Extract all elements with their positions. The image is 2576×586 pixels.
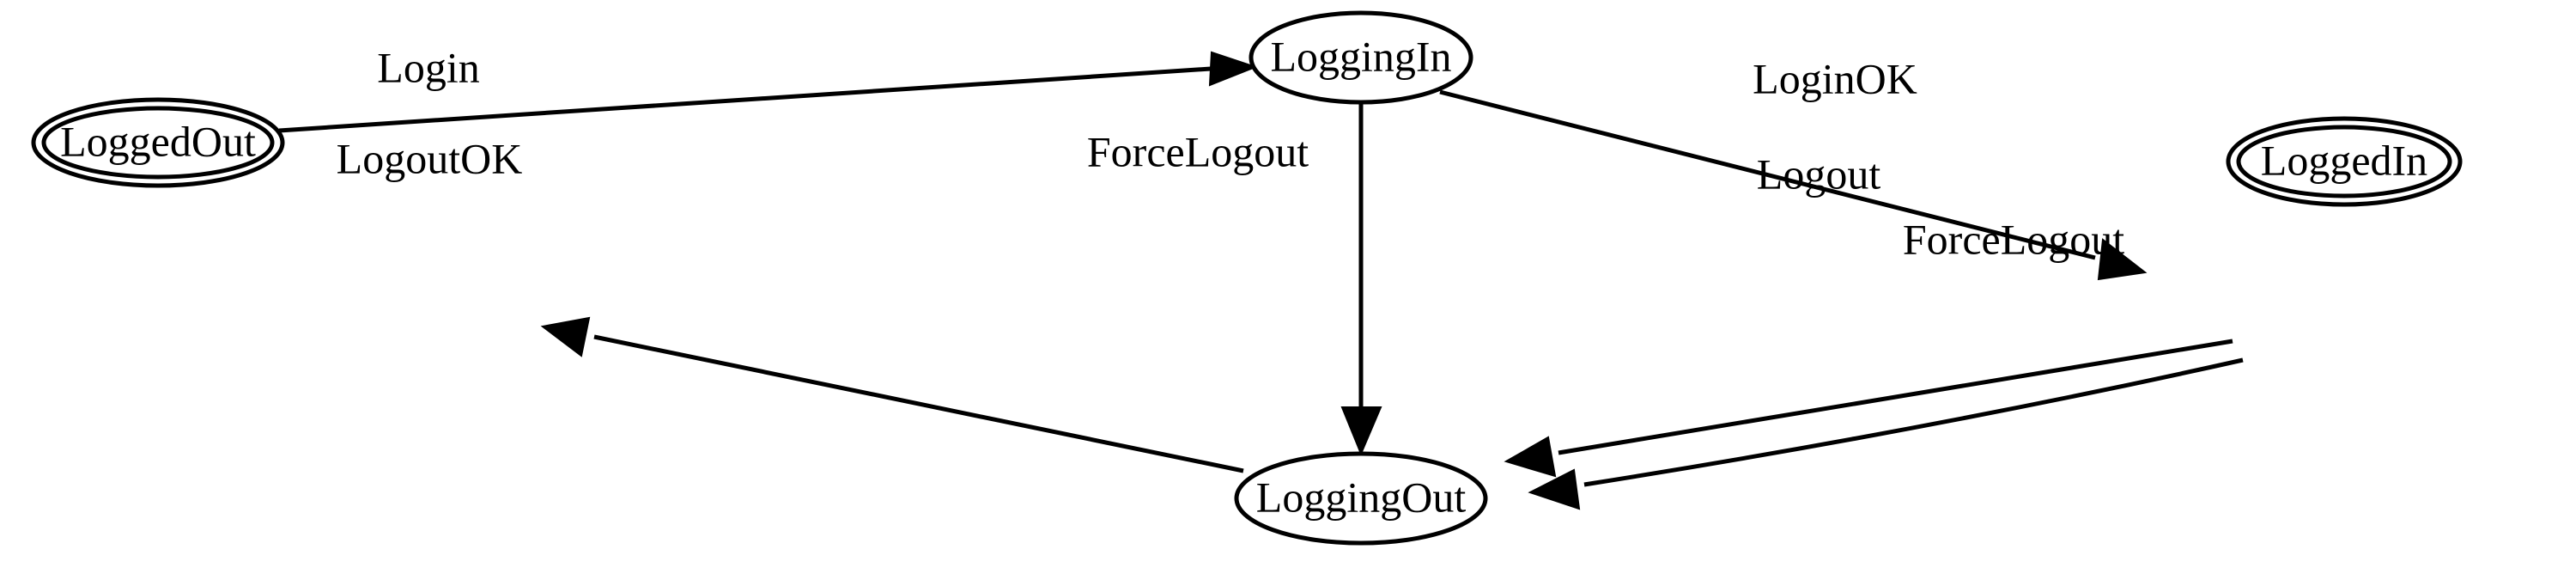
- edge-logoutok-line: [593, 334, 1244, 473]
- edge-login[interactable]: Login: [278, 43, 1258, 133]
- state-node-loggingout-label: LoggingOut: [1256, 473, 1467, 521]
- state-node-loggedout[interactable]: LoggedOut: [31, 97, 285, 188]
- state-node-loggingout-ellipse: [1234, 451, 1488, 546]
- edge-forcelogout-center[interactable]: ForceLogout: [1087, 103, 1382, 456]
- edge-forcelogout-right[interactable]: ForceLogout: [1528, 215, 2244, 510]
- edge-login-label: Login: [377, 43, 479, 91]
- edge-loginok-line: [1439, 89, 2096, 260]
- edge-login-line: [278, 66, 1212, 133]
- state-node-loggedout-inner-ellipse: [41, 106, 275, 180]
- edge-loginok-label: LoginOK: [1753, 54, 1917, 102]
- edge-forcelogout-right-label: ForceLogout: [1903, 215, 2124, 263]
- edge-logoutok-label: LogoutOK: [337, 134, 523, 182]
- state-node-loggedout-label: LoggedOut: [60, 117, 256, 165]
- edge-forcelogout-right-line: [1583, 357, 2244, 487]
- state-node-loggingout[interactable]: LoggingOut: [1234, 451, 1488, 546]
- edge-logout[interactable]: Logout: [1504, 150, 2233, 478]
- edge-logout-line: [1558, 339, 2233, 455]
- edge-loginok[interactable]: LoginOK: [1439, 54, 2148, 281]
- edge-forcelogout-center-arrowhead: [1340, 406, 1382, 456]
- state-node-loggedin[interactable]: LoggedIn: [2226, 116, 2463, 207]
- edge-logout-arrowhead: [1504, 436, 1557, 478]
- state-node-loggingin-label: LoggingIn: [1270, 32, 1451, 80]
- state-node-loggedin-inner-ellipse: [2236, 125, 2452, 198]
- state-node-loggedin-label: LoggedIn: [2261, 136, 2427, 184]
- edge-loginok-arrowhead: [2097, 238, 2148, 281]
- edge-forcelogout-right-arrowhead: [1528, 468, 1581, 510]
- state-node-loggingin[interactable]: LoggingIn: [1249, 10, 1473, 105]
- edge-logout-label: Logout: [1757, 150, 1881, 198]
- edge-login-arrowhead: [1208, 51, 1258, 87]
- edge-logoutok[interactable]: LogoutOK: [337, 134, 1244, 473]
- state-node-loggingin-ellipse: [1249, 10, 1473, 105]
- edge-logoutok-arrowhead: [540, 316, 591, 357]
- edge-forcelogout-center-label: ForceLogout: [1087, 127, 1309, 175]
